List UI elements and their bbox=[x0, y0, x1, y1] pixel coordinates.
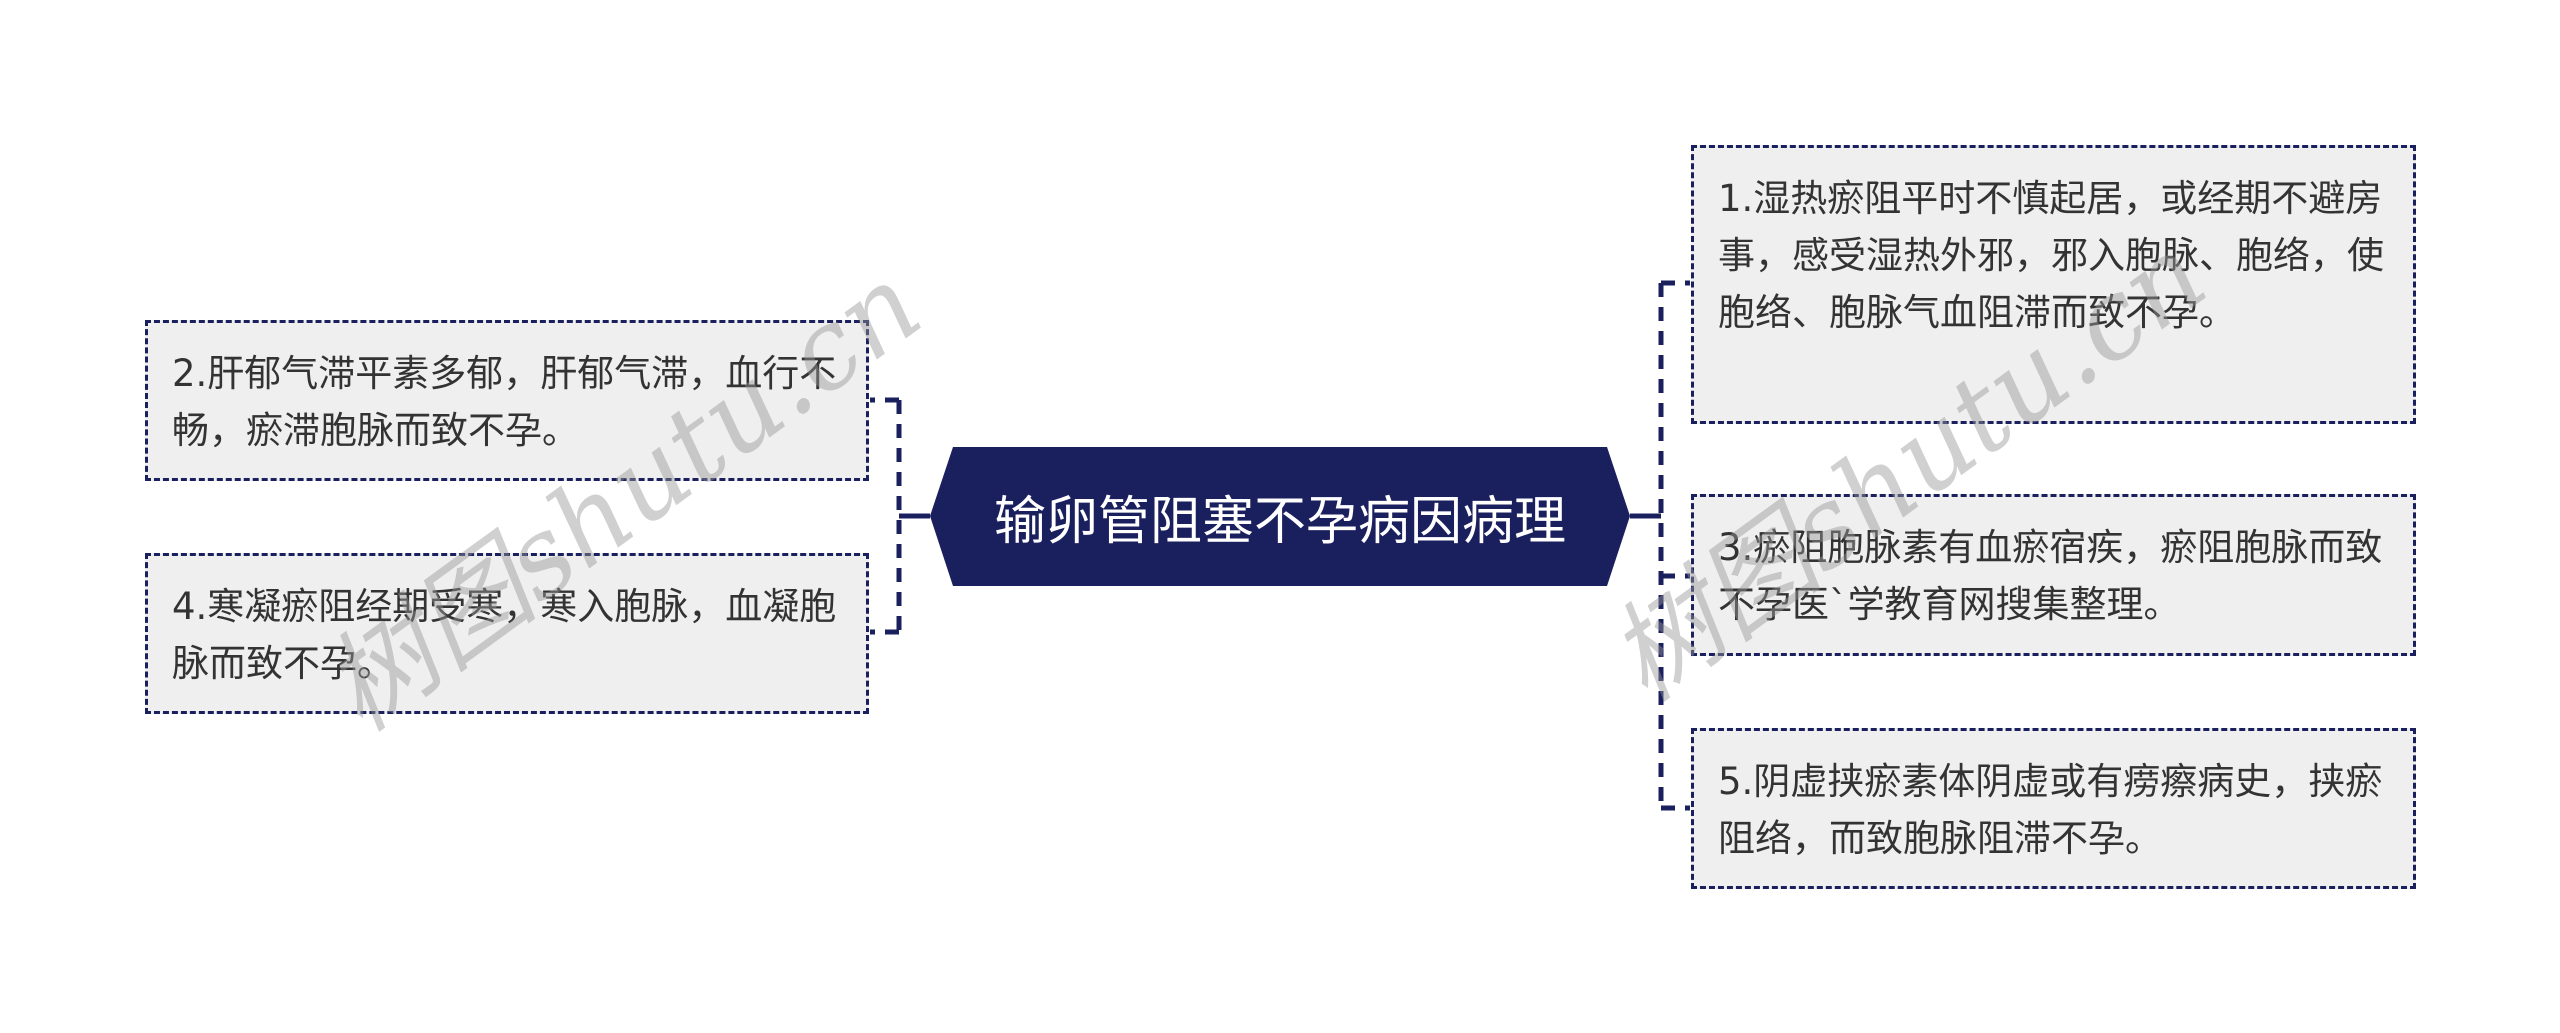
topic-node-3[interactable]: 3.瘀阻胞脉素有血瘀宿疾，瘀阻胞脉而致不孕医`学教育网搜集整理。 bbox=[1691, 494, 2416, 656]
topic-node-4[interactable]: 4.寒凝瘀阻经期受寒，寒入胞脉，血凝胞脉而致不孕。 bbox=[145, 553, 869, 714]
topic-node-5[interactable]: 5.阴虚挟瘀素体阴虚或有痨瘵病史，挟瘀阻络，而致胞脉阻滞不孕。 bbox=[1691, 728, 2416, 889]
topic-node-1[interactable]: 1.湿热瘀阻平时不慎起居，或经期不避房事，感受湿热外邪，邪入胞脉、胞络，使胞络、… bbox=[1691, 145, 2416, 424]
topic-node-2-text: 2.肝郁气滞平素多郁，肝郁气滞，血行不畅，瘀滞胞脉而致不孕。 bbox=[172, 352, 837, 452]
topic-node-4-text: 4.寒凝瘀阻经期受寒，寒入胞脉，血凝胞脉而致不孕。 bbox=[172, 585, 837, 685]
topic-node-2[interactable]: 2.肝郁气滞平素多郁，肝郁气滞，血行不畅，瘀滞胞脉而致不孕。 bbox=[145, 320, 869, 481]
root-topic-label: 输卵管阻塞不孕病因病理 bbox=[993, 492, 1566, 552]
hexagon-shape bbox=[930, 447, 1630, 586]
topic-node-3-text: 3.瘀阻胞脉素有血瘀宿疾，瘀阻胞脉而致不孕医`学教育网搜集整理。 bbox=[1718, 526, 2383, 626]
topic-node-5-text: 5.阴虚挟瘀素体阴虚或有痨瘵病史，挟瘀阻络，而致胞脉阻滞不孕。 bbox=[1718, 760, 2383, 860]
root-topic[interactable]: 输卵管阻塞不孕病因病理 bbox=[930, 447, 1630, 586]
topic-node-1-text: 1.湿热瘀阻平时不慎起居，或经期不避房事，感受湿热外邪，邪入胞脉、胞络，使胞络、… bbox=[1718, 177, 2384, 334]
